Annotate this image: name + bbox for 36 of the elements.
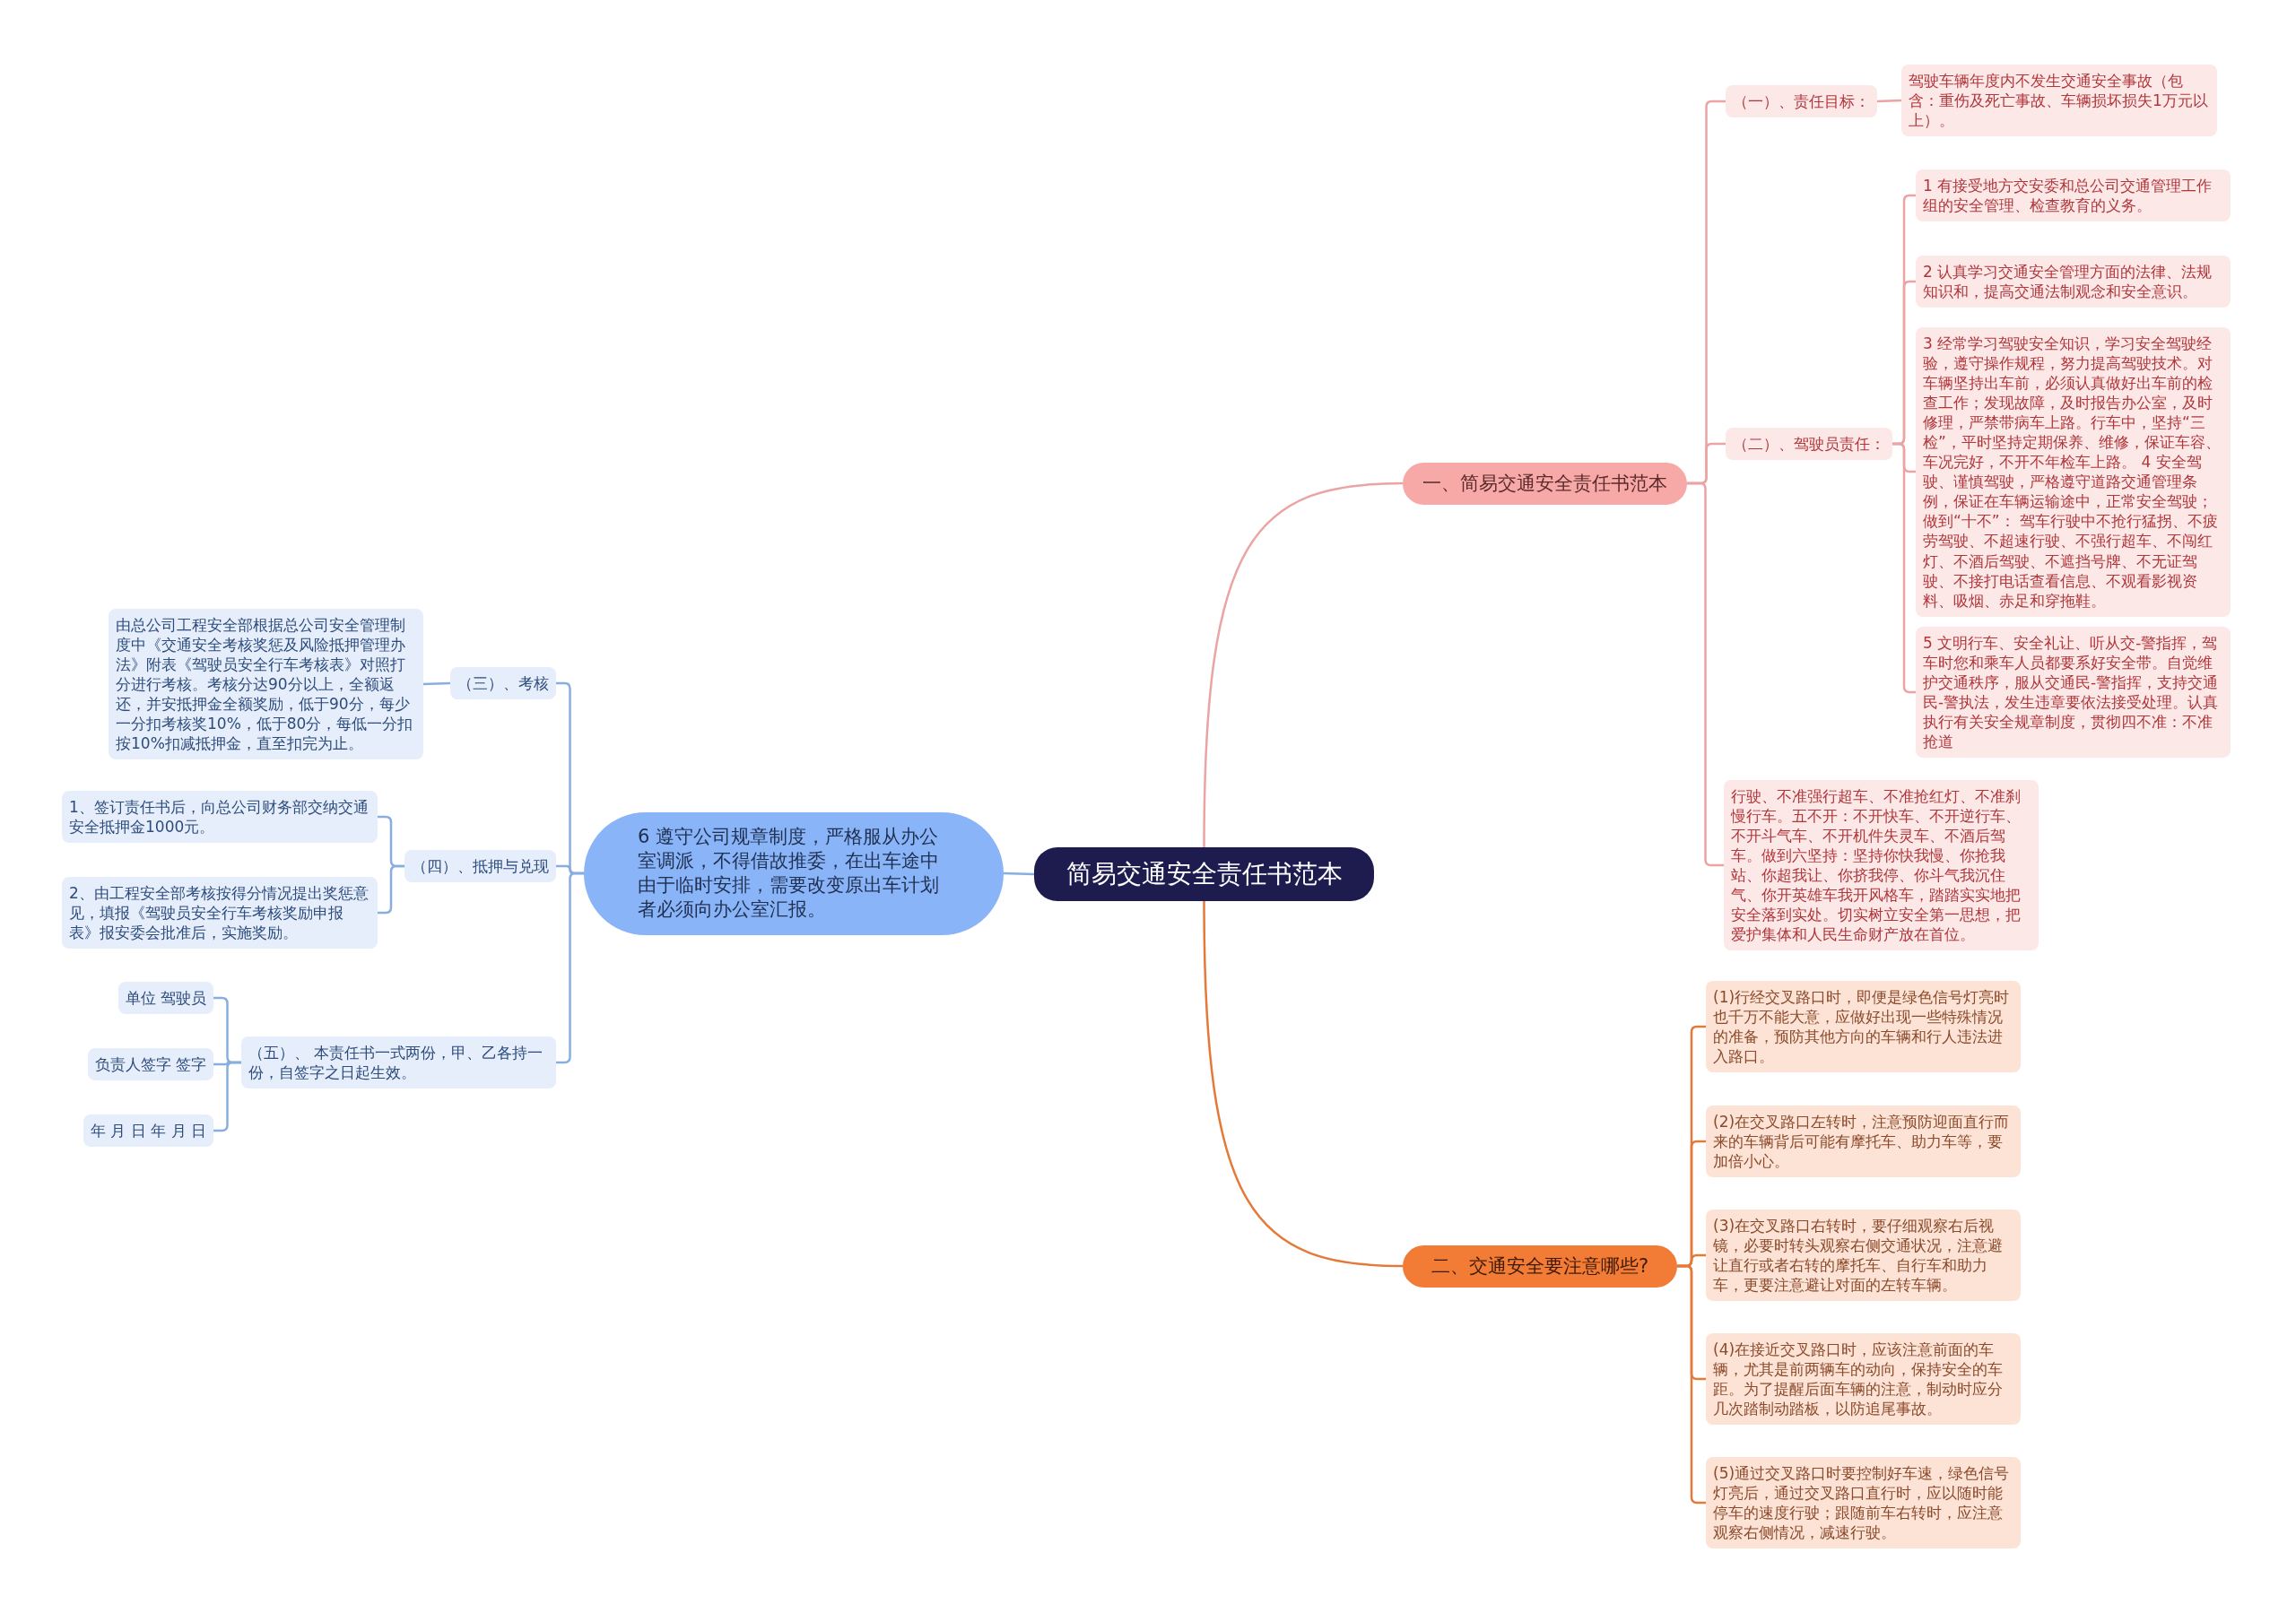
- connector-line: [1003, 872, 1035, 876]
- subtopic-box: 驾驶车辆年度内不发生交通安全事故（包含：重伤及死亡事故、车辆损坏损失1万元以上）。: [1901, 65, 2217, 137]
- connector-line: [1203, 481, 1404, 847]
- subtopic-box: （一）、责任目标：: [1726, 85, 1877, 118]
- subtopic-box: （三）、考核: [450, 667, 556, 700]
- subtopic-box: （四）、抵押与兑现: [404, 850, 556, 883]
- subtopic-box: 负责人签字 签字: [88, 1048, 214, 1081]
- subtopic-box: 2、由工程安全部考核按得分情况提出奖惩意见，填报《驾驶员安全行车考核奖励申报表》报安委会批准后，实施奖励。: [62, 877, 378, 950]
- connector-line: [422, 681, 451, 686]
- connector-line: [213, 1061, 241, 1132]
- connector-line: [556, 872, 584, 1064]
- subtopic-box: 行驶、不准强行超车、不准抢红灯、不准刹慢行车。五不开：不开快车、不开逆行车、不开斗气车、不开机件失灵车、不酒后驾车。做到六坚持：坚持你快我慢、你抢我站、你超我让、你挤我停、你斗气我沉住气、你开英雄车我开风格车，踏踏实实地把安全落到实处。切实树立安全第一思想，把爱护集体和人民生命财产放在首位。: [1724, 779, 2039, 951]
- connector-line: [1677, 1264, 1706, 1505]
- subtopic-box: (3)在交叉路口右转时，要仔细观察右后视镜，必要时转头观察右侧交通状况，注意避让直行或者右转的摩托车、自行车和助力车，更要注意避让对面的左转车辆。: [1706, 1210, 2021, 1302]
- subtopic-box: 单位 驾驶员: [118, 982, 214, 1015]
- subtopic-box: 1、签订责任书后，向总公司财务部交纳交通安全抵押金1000元。: [62, 791, 378, 844]
- connector-line: [1203, 901, 1404, 1268]
- subtopic-box: 年 月 日 年 月 日: [83, 1114, 214, 1148]
- subtopic-box: 3 经常学习驾驶安全知识，学习安全驾驶经验，遵守操作规程，努力提高驾驶技术。对车辆坚持出车前，必须认真做好出车前的检查工作；发现故障，及时报告办公室，及时修理，严禁带病车上路。行车中，坚持“三检”，平时坚持定期保养、维修，保证车容、车况完好，不开不年检车上路。 4 安全驾驶、谨慎驾驶，严格遵守道路交通管理条例，保证在车辆运输途中，正常安全驾驶；做到“十不”： 驾车行驶中不抢行猛拐、不疲劳驾驶、不超速行驶、不强行超车、不闯红灯、不酒后驾驶、不遮挡号牌、不无证驾驶、不接打电话查看信息、不观看影视资料、吸烟、赤足和穿拖鞋。: [1916, 326, 2231, 617]
- topic-box: 二、交通安全要注意哪些?: [1403, 1244, 1677, 1288]
- subtopic-box: (4)在接近交叉路口时，应该注意前面的车辆，尤其是前两辆车的动向，保持安全的车距。为了提醒后面车辆的注意，制动时应分几次踏制动踏板，以防追尾事故。: [1706, 1333, 2021, 1426]
- central-topic-box: 简易交通安全责任书范本: [1034, 847, 1374, 902]
- topic-box: 一、简易交通安全责任书范本: [1403, 462, 1687, 505]
- subtopic-box: （五）、 本责任书一式两份，甲、乙各持一份，自签字之日起生效。: [241, 1036, 556, 1089]
- subtopic-box: 由总公司工程安全部根据总公司安全管理制度中《交通安全考核奖惩及风险抵押管理办法》附表《驾驶员安全行车考核表》对照打分进行考核。考核分达90分以上，全额返还，并安抵押金全额奖励，低于90分，每少一分扣考核奖10%，低于80分，每低一分扣按10%扣减抵押金，直至扣完为止。: [109, 608, 423, 760]
- connector-line: [1876, 99, 1902, 103]
- connector-line: [1687, 481, 1724, 867]
- subtopic-box: （二）、驾驶员责任：: [1726, 428, 1892, 461]
- connector-line: [378, 864, 404, 915]
- subtopic-box: 1 有接受地方交安委和总公司交通管理工作组的安全管理、检查教育的义务。: [1916, 169, 2231, 222]
- subtopic-box: 2 认真学习交通安全管理方面的法律、法规知识和，提高交通法制观念和安全意识。: [1916, 256, 2231, 308]
- subtopic-box: 5 文明行车、安全礼让、听从交-警指挥，驾车时您和乘车人员都要系好安全带。自觉维护交通秩序，服从交通民-警指挥，支持交通民-警执法，发生违章要依法接受处理。认真执行有关安全规章制度，贯彻四不准：不准抢道: [1916, 626, 2231, 759]
- subtopic-box: (2)在交叉路口左转时，注意预防迎面直行而来的车辆背后可能有摩托车、助力车等，要加倍小心。: [1706, 1106, 2021, 1178]
- subtopic-box: (5)通过交叉路口时要控制好车速，绿色信号灯亮后，通过交叉路口直行时，应以随时能停车的速度行驶；跟随前车右转时，应注意观察右侧情况，减速行驶。: [1706, 1457, 2021, 1549]
- subtopic-box: (1)行经交叉路口时，即便是绿色信号灯亮时也千万不能大意，应做好出现一些特殊情况的准备，预防其他方向的车辆和行人违法进入路口。: [1706, 981, 2021, 1073]
- topic-box: 6 遵守公司规章制度，严格服从办公室调派，不得借故推委，在出车途中由于临时安排，需要改变原出车计划者必须向办公室汇报。: [584, 811, 1004, 935]
